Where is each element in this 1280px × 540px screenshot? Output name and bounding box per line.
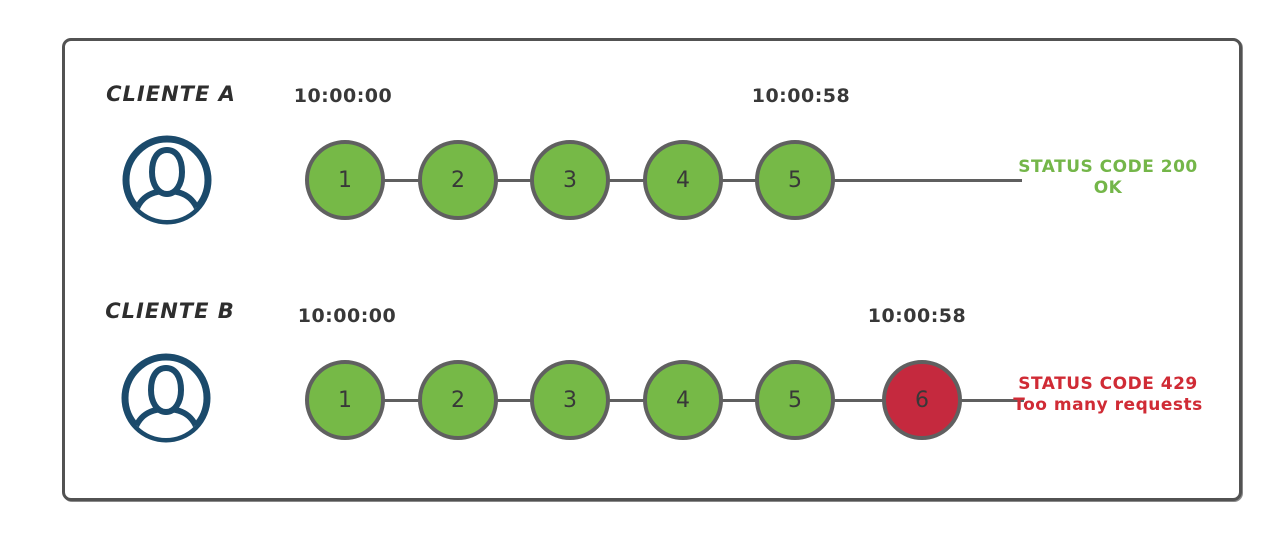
rate-limit-panel	[62, 38, 1242, 501]
request-circle: 4	[643, 360, 723, 440]
request-circle: 5	[755, 140, 835, 220]
request-number: 5	[788, 167, 802, 193]
request-number: 6	[915, 387, 929, 413]
user-avatar-icon	[122, 135, 212, 225]
end-time-label: 10:00:58	[751, 85, 851, 107]
request-circle: 2	[418, 360, 498, 440]
end-time-label: 10:00:58	[867, 305, 967, 327]
request-number: 5	[788, 387, 802, 413]
request-circle: 3	[530, 360, 610, 440]
status-code-line: STATUS CODE 429	[1018, 374, 1198, 394]
request-number: 1	[338, 167, 352, 193]
status-code-text: STATUS CODE 429 Too many requests	[988, 374, 1228, 416]
start-time-label: 10:00:00	[293, 85, 393, 107]
start-time-label: 10:00:00	[297, 305, 397, 327]
status-code-text: STATUS CODE 200 OK	[988, 157, 1228, 199]
client-a-label: CLIENTE A	[106, 82, 236, 106]
request-circle: 1	[305, 360, 385, 440]
user-avatar-icon	[121, 353, 211, 443]
request-number: 2	[451, 167, 465, 193]
status-message-line: Too many requests	[1013, 395, 1203, 415]
request-number: 3	[563, 167, 577, 193]
request-number: 2	[451, 387, 465, 413]
request-number: 1	[338, 387, 352, 413]
status-code-line: STATUS CODE 200	[1018, 157, 1198, 177]
client-b-label: CLIENTE B	[105, 299, 235, 323]
request-circle: 4	[643, 140, 723, 220]
request-number: 4	[676, 167, 690, 193]
request-circle: 2	[418, 140, 498, 220]
request-circle: 3	[530, 140, 610, 220]
request-circle-rate-limited: 6	[882, 360, 962, 440]
request-circle: 5	[755, 360, 835, 440]
status-message-line: OK	[1093, 178, 1123, 198]
request-number: 4	[676, 387, 690, 413]
request-circle: 1	[305, 140, 385, 220]
request-number: 3	[563, 387, 577, 413]
